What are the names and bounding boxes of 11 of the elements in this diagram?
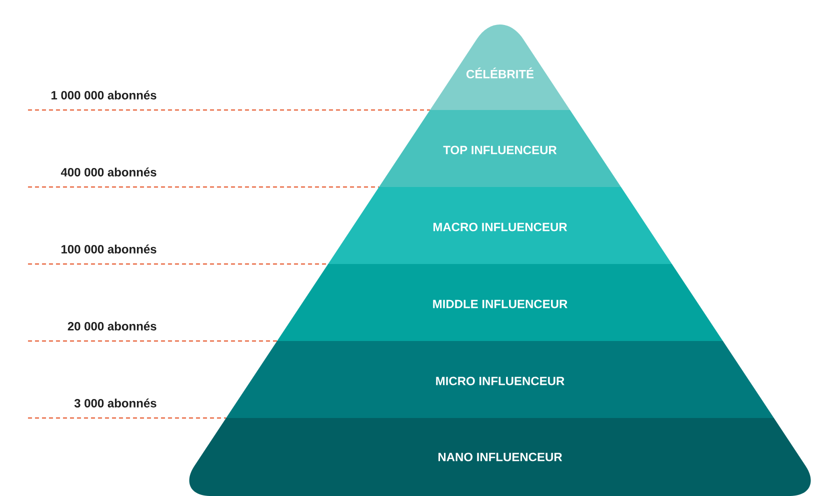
- pyramid-band: MACRO INFLUENCEUR: [328, 187, 672, 264]
- pyramid-band: CÉLÉBRITÉ: [430, 24, 570, 110]
- threshold-label: 1 000 000 abonnés: [52, 90, 156, 100]
- threshold-label: 100 000 abonnés: [62, 244, 156, 254]
- pyramid-band: NANO INFLUENCEUR: [189, 418, 811, 496]
- pyramid-band: MIDDLE INFLUENCEUR: [277, 264, 723, 341]
- pyramid-band: MICRO INFLUENCEUR: [226, 341, 774, 418]
- threshold-label: 3 000 abonnés: [74, 398, 156, 408]
- threshold-label: 20 000 abonnés: [68, 322, 156, 330]
- pyramid-band: TOP INFLUENCEUR: [379, 110, 621, 187]
- threshold-label: 400 000 abonnés: [60, 168, 156, 176]
